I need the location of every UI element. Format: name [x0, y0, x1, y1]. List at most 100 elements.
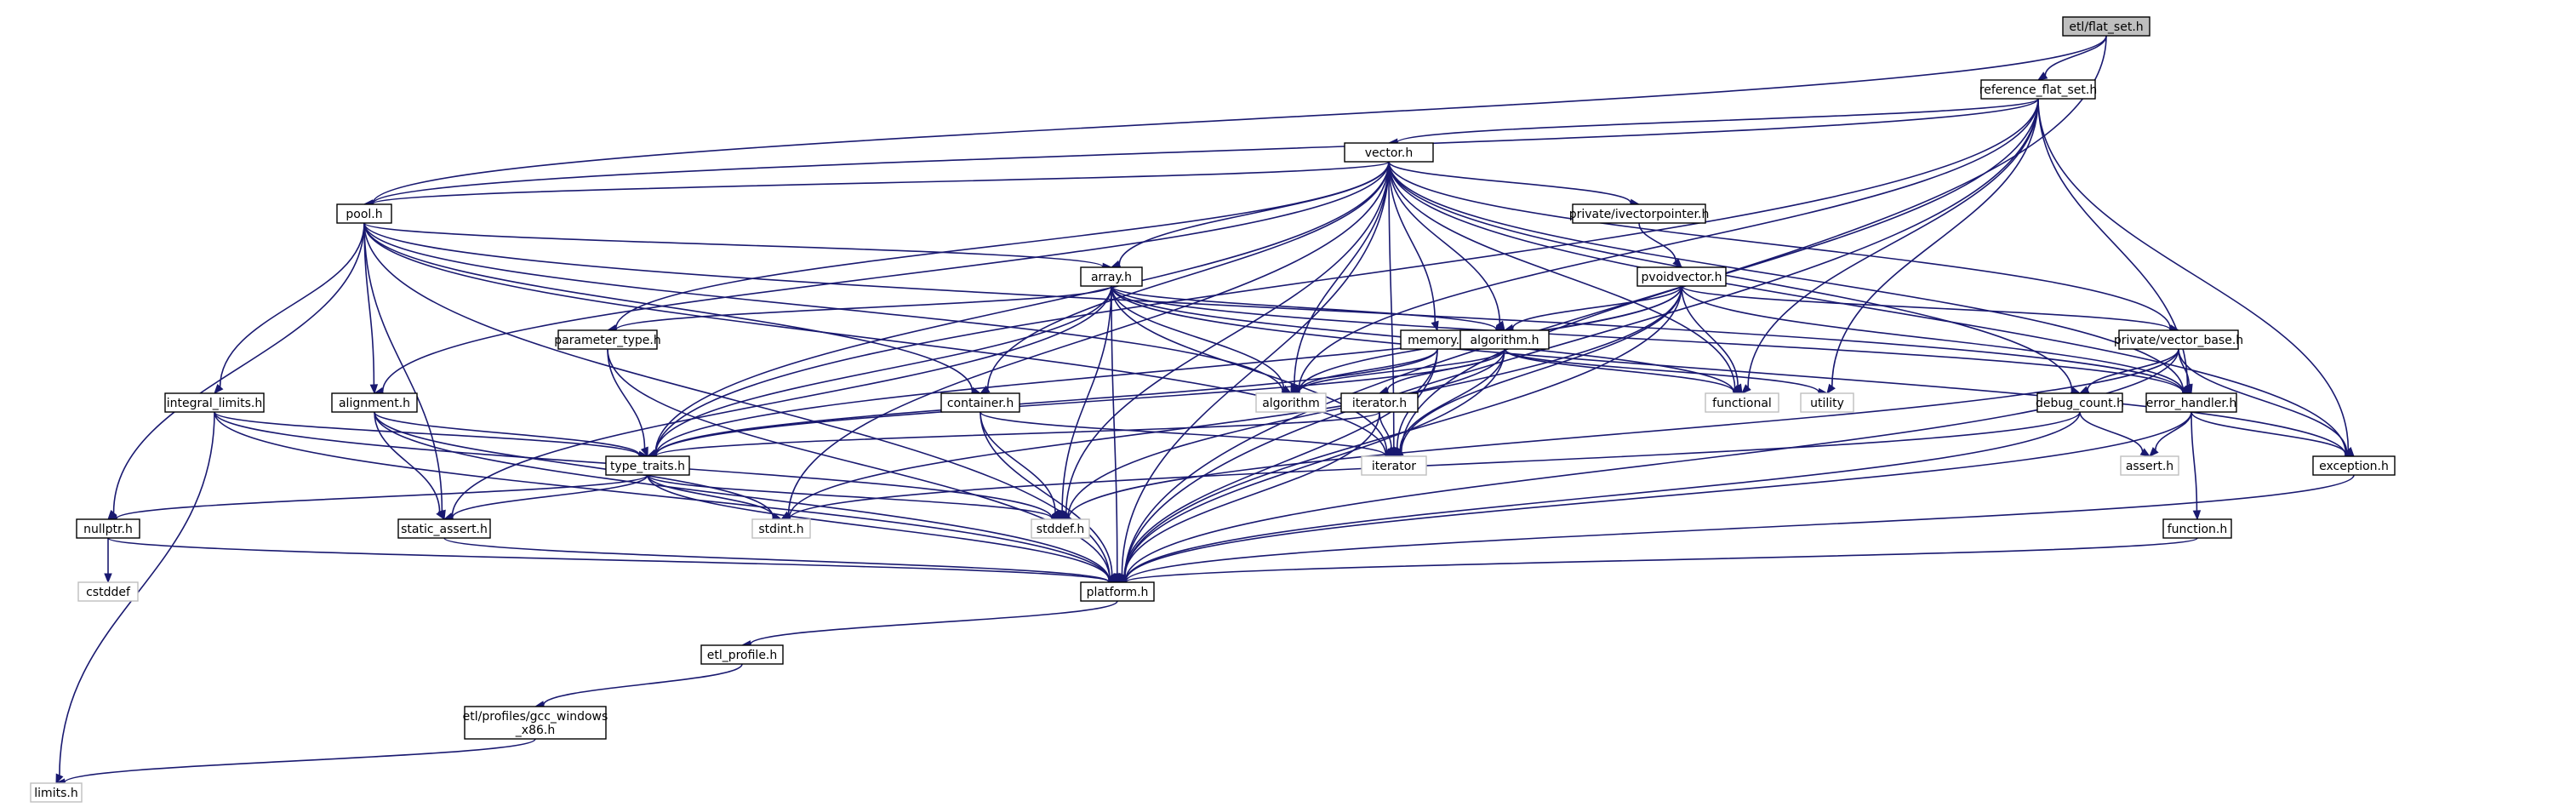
edge-line	[1123, 348, 1438, 578]
node-type-traits[interactable]: type_traits.h	[605, 455, 690, 476]
edge-line	[787, 161, 1390, 515]
arrowhead-icon	[104, 573, 112, 584]
node-static-assert[interactable]: static_assert.h	[397, 518, 491, 539]
edge-line	[1068, 348, 2179, 518]
node-alignment[interactable]: alignment.h	[331, 392, 418, 413]
node-pool[interactable]: pool.h	[336, 203, 392, 224]
edge-line	[654, 98, 2039, 455]
node-box	[1459, 329, 1550, 350]
edge-error_handler-to-exception	[2190, 411, 2356, 458]
edge-line	[372, 35, 2107, 204]
node-label: iterator	[1372, 460, 1416, 473]
node-function[interactable]: function.h	[2162, 518, 2232, 539]
node-box	[1361, 455, 1427, 476]
edge-line	[655, 348, 1438, 455]
edge-line	[107, 537, 1110, 583]
node-nullptr[interactable]: nullptr.h	[76, 518, 140, 539]
edge-line	[1397, 98, 2039, 144]
node-label: iterator.h	[1352, 397, 1407, 410]
node-label: cstddef	[86, 586, 131, 599]
node-reference-flat-set[interactable]: reference_flat_set.h	[1979, 79, 2097, 100]
edge-array-to-exception	[1111, 285, 2356, 460]
node-label: function.h	[2168, 523, 2228, 536]
edge-line	[214, 411, 640, 456]
edge-line	[374, 411, 640, 455]
arrowhead-icon	[55, 773, 64, 785]
edge-line	[1125, 537, 2198, 583]
edge-line	[1125, 411, 2192, 581]
edge-line	[647, 474, 1111, 581]
node-box	[1800, 392, 1854, 413]
node-label: functional	[1712, 397, 1772, 410]
edge-vector-to-ivectorpointer	[1388, 161, 1641, 207]
edge-line	[655, 348, 1505, 455]
arrowhead-icon	[1281, 385, 1293, 394]
node-ivectorpointer[interactable]: private/ivectorpointer.h	[1569, 203, 1710, 224]
edge-reference_flat_set-to-functional	[1741, 98, 2039, 394]
edge-alignment-to-static_assert	[374, 411, 445, 521]
node-algorithm-h[interactable]: algorithm.h	[1459, 329, 1550, 350]
edge-line	[1681, 285, 2185, 392]
node-iterator-std: iterator	[1361, 455, 1427, 476]
node-label: vector.h	[1365, 146, 1413, 160]
edge-line	[1111, 285, 1285, 389]
node-array[interactable]: array.h	[1080, 266, 1143, 287]
node-label: algorithm	[1262, 397, 1320, 410]
edge-function-to-platform	[1116, 537, 2198, 587]
node-vector-base[interactable]: private/vector_base.h	[2114, 329, 2243, 350]
node-vector[interactable]: vector.h	[1344, 142, 1434, 163]
node-gcc-windows[interactable]: etl/profiles/gcc_windows_x86.h	[463, 706, 608, 740]
node-parameter-type[interactable]: parameter_type.h	[554, 329, 661, 350]
edge-line	[112, 222, 365, 513]
node-debug-count[interactable]: debug_count.h	[2036, 392, 2124, 413]
node-label: integral_limits.h	[167, 397, 262, 410]
node-flat-set: etl/flat_set.h	[2062, 16, 2150, 37]
node-stdint: stdint.h	[751, 518, 811, 539]
edge-line	[1118, 161, 1390, 265]
edge-line	[615, 285, 1112, 330]
node-box	[2145, 392, 2237, 413]
node-pvoidvector[interactable]: pvoidvector.h	[1636, 266, 1727, 287]
node-integral-limits[interactable]: integral_limits.h	[164, 392, 265, 413]
node-etl-profile[interactable]: etl_profile.h	[700, 644, 784, 665]
node-error-handler[interactable]: error_handler.h	[2145, 392, 2237, 413]
edge-line	[788, 348, 1505, 518]
arrowhead-icon	[436, 509, 445, 521]
edge-line	[1298, 348, 1438, 392]
edge-line	[374, 411, 441, 512]
edge-line	[374, 411, 774, 518]
edge-line	[2037, 98, 2350, 450]
node-box	[1080, 581, 1155, 602]
arrowhead-icon	[1496, 320, 1505, 332]
edge-line	[1399, 348, 1505, 451]
node-box	[1080, 266, 1143, 287]
edge-error_handler-to-assert_h	[2149, 411, 2192, 457]
edge-nullptr-to-cstddef	[104, 538, 112, 584]
edge-line	[1388, 161, 2185, 392]
edge-line	[1388, 161, 1736, 389]
edge-reference_flat_set-to-pool	[363, 98, 2039, 209]
arrowhead-icon	[214, 383, 224, 395]
node-platform[interactable]: platform.h	[1080, 581, 1155, 602]
node-box	[940, 392, 1020, 413]
node-label: exception.h	[2319, 460, 2389, 473]
node-container[interactable]: container.h	[940, 392, 1020, 413]
node-box	[2162, 518, 2232, 539]
arrowhead-icon	[640, 446, 648, 458]
edge-line	[363, 222, 2184, 393]
node-iterator-h[interactable]: iterator.h	[1340, 392, 1419, 413]
node-box	[1344, 142, 1434, 163]
edge-reference_flat_set-to-utility	[1826, 98, 2039, 395]
node-memory[interactable]: memory.h	[1400, 329, 1475, 350]
edge-line	[2190, 411, 2347, 455]
edge-line	[1638, 222, 1676, 261]
node-box	[30, 782, 83, 803]
edge-line	[1124, 348, 2179, 581]
node-exception[interactable]: exception.h	[2312, 455, 2396, 476]
edge-line	[1388, 161, 1631, 203]
node-box	[397, 518, 491, 539]
node-box	[2120, 455, 2179, 476]
edge-line	[451, 474, 648, 518]
edge-vector-to-stdint	[780, 161, 1390, 520]
